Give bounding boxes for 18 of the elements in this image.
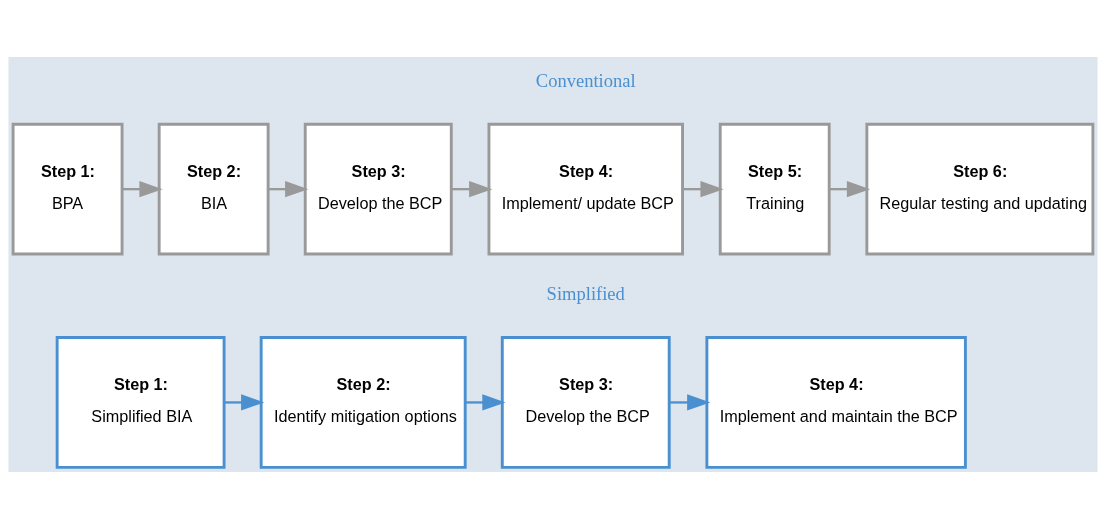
node-box: Step 1: BPA xyxy=(11,122,124,256)
node-box: Step 4: Implement/ update BCP xyxy=(487,122,684,256)
arrow xyxy=(669,394,711,411)
arrow xyxy=(465,394,506,411)
node-box: Step 5: Training xyxy=(718,122,831,256)
node-box: Step 2: BIA xyxy=(157,122,270,256)
arrow xyxy=(682,181,724,198)
label: Conventional xyxy=(535,69,636,91)
node-box: Step 2: Identify mitigation options xyxy=(259,336,467,469)
arrow xyxy=(224,394,265,411)
node-box: Step 4: Implement and maintain the BCP xyxy=(705,336,967,469)
node-box: Step 6: Regular testing and updating xyxy=(865,122,1095,256)
node-box: Step 1: Simplified BIA xyxy=(55,336,226,469)
node-box: Step 3: Develop the BCP xyxy=(500,336,671,469)
label: Simplified xyxy=(546,283,625,305)
arrow xyxy=(829,181,871,198)
node-box: Step 3: Develop the BCP xyxy=(303,122,453,256)
arrow xyxy=(451,181,493,198)
